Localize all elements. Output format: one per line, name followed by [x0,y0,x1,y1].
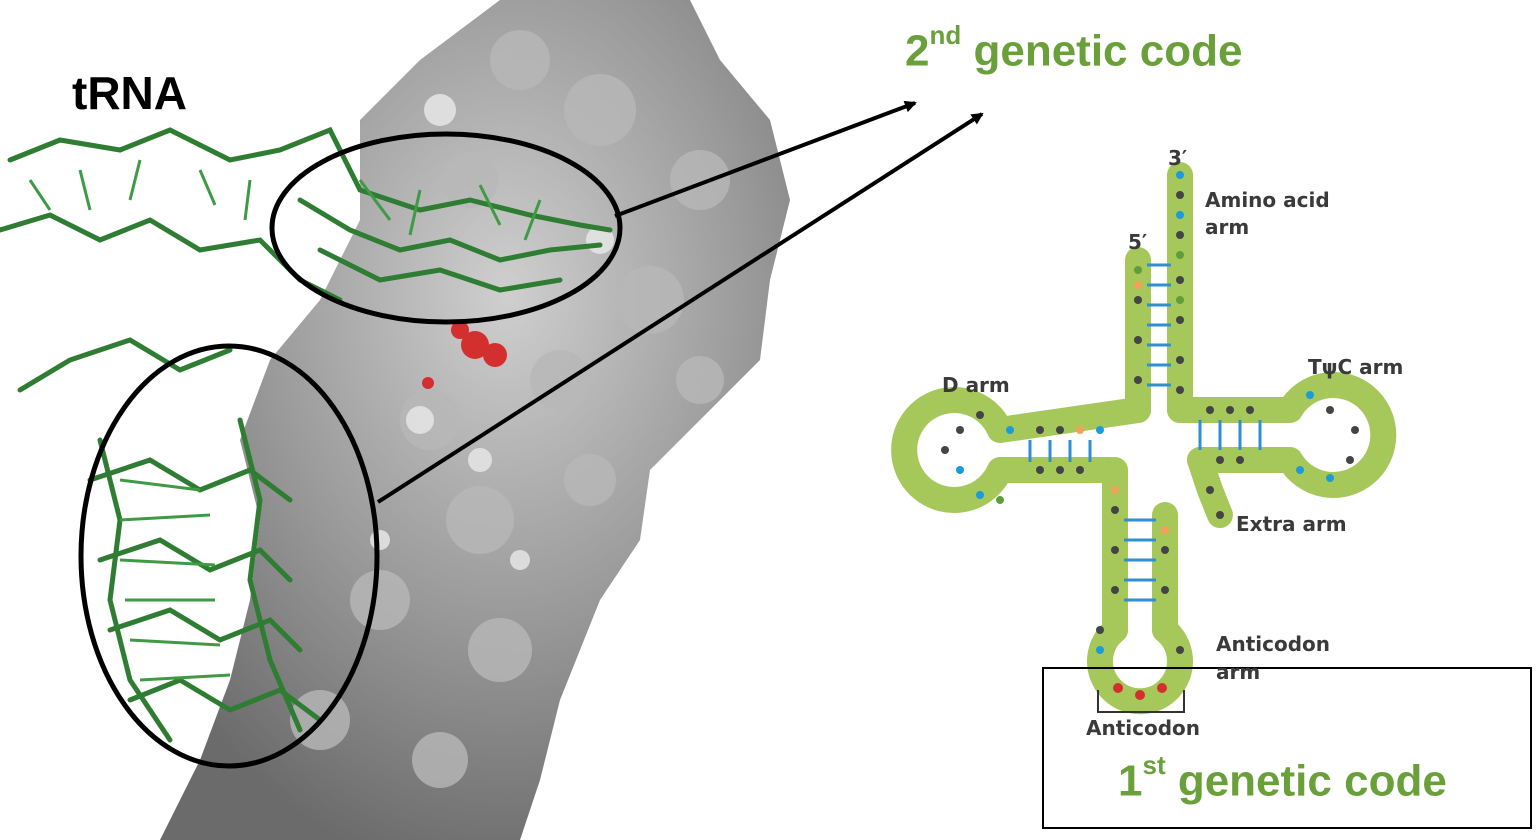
base-pair-lines [1028,263,1262,602]
first-code-text: genetic code [1165,756,1447,806]
arrow-anticodon [376,112,984,504]
acceptor-ellipse [269,131,623,325]
red-ligand [422,321,507,389]
trna-stick-details [28,159,542,682]
tpsic-arm-label: TψC arm [1308,355,1404,379]
second-code-suffix: nd [929,20,962,50]
anticodon-bracket [1097,690,1185,713]
anticodon-arm-label: Anticodon [1216,632,1331,656]
first-genetic-code-box [1042,667,1532,829]
trna-stick-model [0,126,613,743]
second-code-text: genetic code [961,26,1243,76]
anticodon-label: Anticodon [1086,716,1201,740]
arrow-acceptor [614,100,917,218]
first-code-suffix: st [1142,750,1166,780]
anticodon-arm-label-2: arm [1216,660,1261,684]
second-genetic-code-title: 2nd genetic code [905,20,1243,77]
protein-highlights [370,94,614,570]
first-genetic-code-title: 1st genetic code [1118,750,1447,807]
d-arm-label: D arm [942,373,1010,397]
anticodon-ellipse [78,343,380,769]
five-prime-label: 5′ [1128,230,1148,254]
second-code-ordinal: 2 [905,26,930,76]
three-prime-label: 3′ [1168,146,1188,170]
amino-acid-arm-label: Amino acid [1205,188,1330,212]
trna-title: tRNA [72,67,187,119]
first-code-ordinal: 1 [1118,756,1143,806]
extra-arm-label: Extra arm [1236,512,1347,536]
amino-acid-arm-label-2: arm [1205,215,1250,239]
nucleotide-dots [941,171,1359,700]
